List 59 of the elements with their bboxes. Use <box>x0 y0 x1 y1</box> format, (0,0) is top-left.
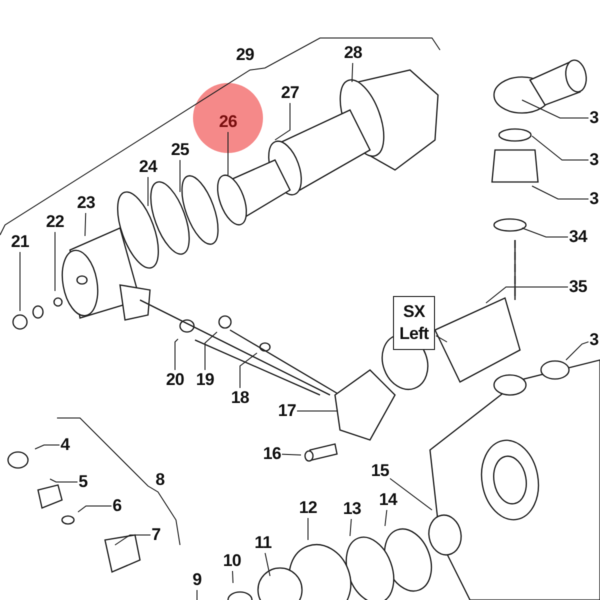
callout-number: 7 <box>152 526 160 544</box>
leader-line <box>240 352 258 388</box>
leader-line <box>384 510 388 526</box>
callout-number: 19 <box>196 371 214 389</box>
leader-line <box>174 338 178 370</box>
leader-line <box>486 286 568 304</box>
callout-number: 28 <box>344 44 362 62</box>
callout-number: 3 <box>590 151 598 169</box>
callout-number: 29 <box>236 46 254 64</box>
label-box: SX Left <box>393 296 435 350</box>
leader-line <box>296 410 338 412</box>
callout-number: 27 <box>281 84 299 102</box>
callout-number: 9 <box>192 571 202 589</box>
leader-line <box>54 232 56 292</box>
leader-line <box>84 212 86 236</box>
callout-number: 16 <box>263 445 281 463</box>
callout-number: 22 <box>46 213 64 231</box>
callout-number: 3 <box>590 109 598 127</box>
callout-number: 5 <box>78 473 88 491</box>
leader-line <box>566 341 589 360</box>
callout-number: 23 <box>77 194 95 212</box>
callout-number: 26 <box>219 113 237 131</box>
leader-line <box>522 228 568 238</box>
leader-line <box>232 570 234 584</box>
leader-line <box>78 506 112 512</box>
callout-number: 25 <box>171 141 189 159</box>
callout-number: 8 <box>156 471 164 489</box>
leader-line <box>390 478 432 510</box>
callout-number: 10 <box>223 552 241 570</box>
leader-line <box>522 100 589 118</box>
leader-line <box>352 62 354 82</box>
callout-number: 12 <box>299 499 317 517</box>
callout-number: 11 <box>254 534 272 552</box>
callout-number: 6 <box>112 497 122 515</box>
callout-number: 35 <box>569 278 587 296</box>
callout-number: 13 <box>343 500 361 518</box>
callout-number: 3 <box>590 190 598 208</box>
leader-line <box>532 186 589 200</box>
leader-line <box>282 454 302 456</box>
callout-number: 17 <box>278 402 296 420</box>
callout-number: 14 <box>379 491 397 509</box>
callout-number: 24 <box>139 158 157 176</box>
leader-line <box>204 332 218 370</box>
leader-line <box>532 136 589 160</box>
callout-number: 18 <box>231 389 249 407</box>
callout-number: 3 <box>590 331 598 349</box>
leader-line <box>50 478 78 482</box>
callout-number: 4 <box>60 436 70 454</box>
callout-number: 21 <box>11 233 29 251</box>
leader-line <box>196 590 198 600</box>
callout-number: 15 <box>371 462 389 480</box>
leader-line <box>264 552 270 576</box>
leader-line <box>34 444 60 450</box>
callout-number: 20 <box>166 371 184 389</box>
leader-line <box>274 102 290 140</box>
leader-line <box>436 335 448 342</box>
leader-line <box>350 518 352 536</box>
leader-line <box>114 534 151 546</box>
callout-number: 34 <box>569 228 587 246</box>
